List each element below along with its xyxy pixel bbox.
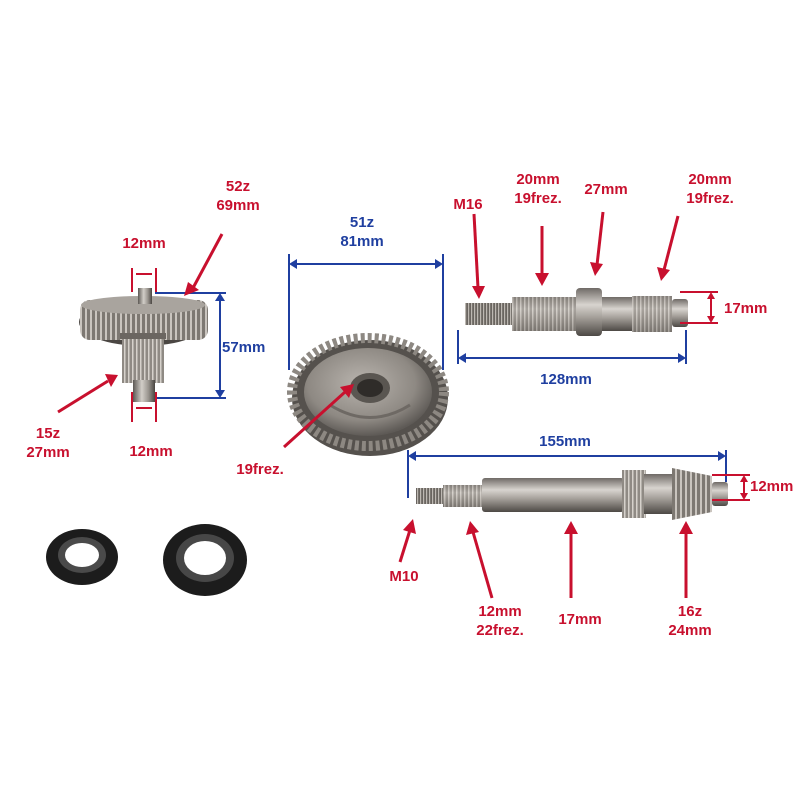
lower-shaft-body-diameter-label: 17mm [558,611,602,628]
upper-shaft-end-diameter-label: 17mm [724,300,768,317]
small-gear-top-width-label: 12mm [122,235,166,252]
upper-shaft [465,288,688,336]
dimension-lines [155,254,727,498]
lower-shaft-length-label: 155mm [539,433,591,450]
oil-seal-large [163,524,247,596]
upper-shaft-length-label: 128mm [540,371,592,388]
small-gear-height-label: 57mm [222,339,266,356]
annotation-arrows [57,211,750,599]
large-gear-spline-label: 19frez. [236,461,284,478]
lower-shaft-thread-label: M10 [389,568,419,585]
lower-shaft-end-diameter-label: 12mm [750,478,794,495]
lower-shaft [416,468,728,520]
upper-shaft-thread-label: M16 [453,196,483,213]
large-gear [287,333,449,456]
small-gear [79,288,208,402]
upper-shaft-collar-label: 27mm [584,181,628,198]
oil-seal-small [46,529,118,585]
small-gear-bottom-width-label: 12mm [129,443,173,460]
